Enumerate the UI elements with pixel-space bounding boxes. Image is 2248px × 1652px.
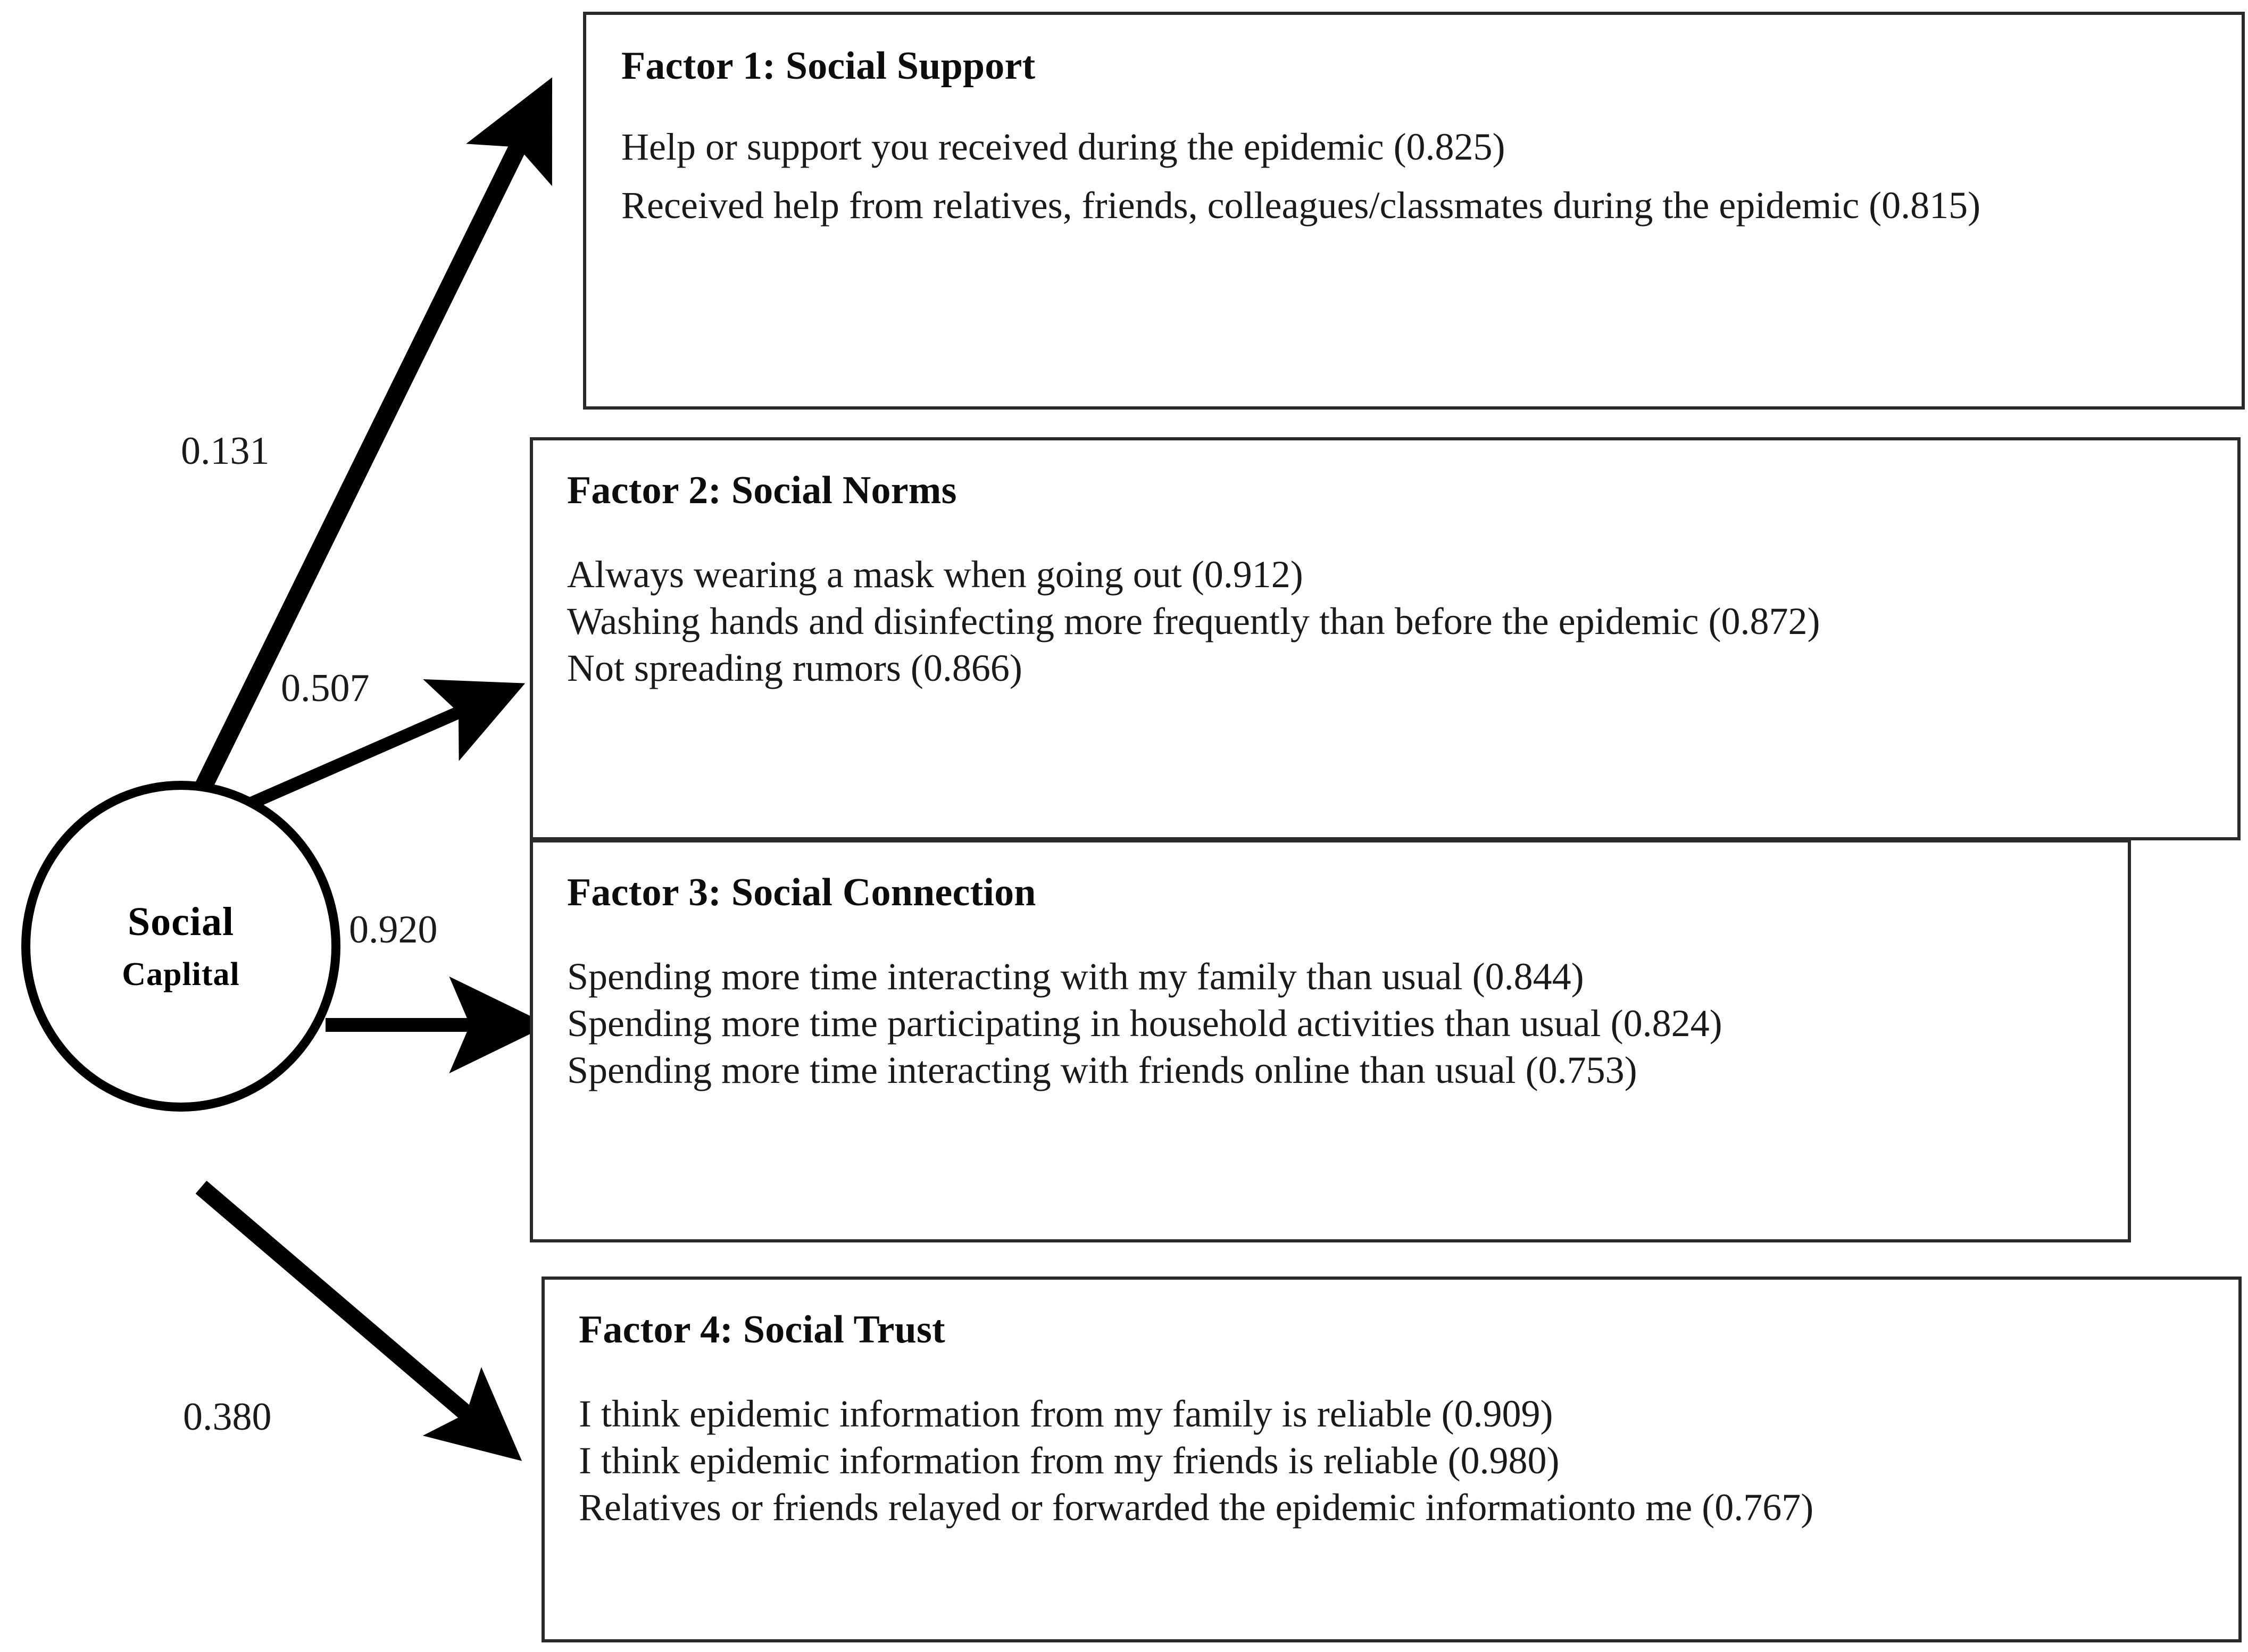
- factor-4-item-3: Relatives or friends relayed or forwarde…: [579, 1486, 1814, 1529]
- factor-1-item-2: Received help from relatives, friends, c…: [621, 184, 1981, 227]
- path-coefficient-0380: 0.380: [183, 1395, 272, 1439]
- factor-box-1[interactable]: Factor 1: Social Support Help or support…: [583, 12, 2245, 410]
- factor-3-item-2: Spending more time participating in hous…: [567, 1002, 1722, 1045]
- latent-construct-social-capital[interactable]: Social Caplital: [21, 781, 340, 1112]
- factor-box-3[interactable]: Factor 3: Social Connection Spending mor…: [530, 839, 2131, 1242]
- factor-box-4[interactable]: Factor 4: Social Trust I think epidemic …: [542, 1276, 2242, 1642]
- factor-3-item-3: Spending more time interacting with frie…: [567, 1049, 1637, 1092]
- factor-2-item-2: Washing hands and disinfecting more freq…: [567, 600, 1820, 643]
- arrow-to-factor-2: [237, 679, 526, 814]
- factor-2-title: Factor 2: Social Norms: [567, 469, 957, 512]
- path-coefficient-0507: 0.507: [281, 666, 370, 710]
- factor-1-title: Factor 1: Social Support: [621, 44, 1036, 88]
- latent-label-line1: Social: [127, 899, 235, 944]
- factor-box-2[interactable]: Factor 2: Social Norms Always wearing a …: [530, 437, 2241, 840]
- factor-2-item-3: Not spreading rumors (0.866): [567, 647, 1022, 690]
- path-coefficient-0131: 0.131: [181, 429, 270, 473]
- latent-label-line2: Caplital: [122, 956, 240, 992]
- path-coefficient-0920: 0.920: [349, 908, 438, 952]
- factor-3-item-1: Spending more time interacting with my f…: [567, 955, 1584, 998]
- factor-4-title: Factor 4: Social Trust: [579, 1308, 945, 1351]
- factor-1-item-1: Help or support you received during the …: [621, 125, 1505, 168]
- factor-4-item-1: I think epidemic information from my fam…: [579, 1392, 1553, 1435]
- factor-2-item-1: Always wearing a mask when going out (0.…: [567, 553, 1303, 596]
- factor-3-title: Factor 3: Social Connection: [567, 871, 1036, 914]
- factor-4-item-2: I think epidemic information from my fri…: [579, 1439, 1560, 1482]
